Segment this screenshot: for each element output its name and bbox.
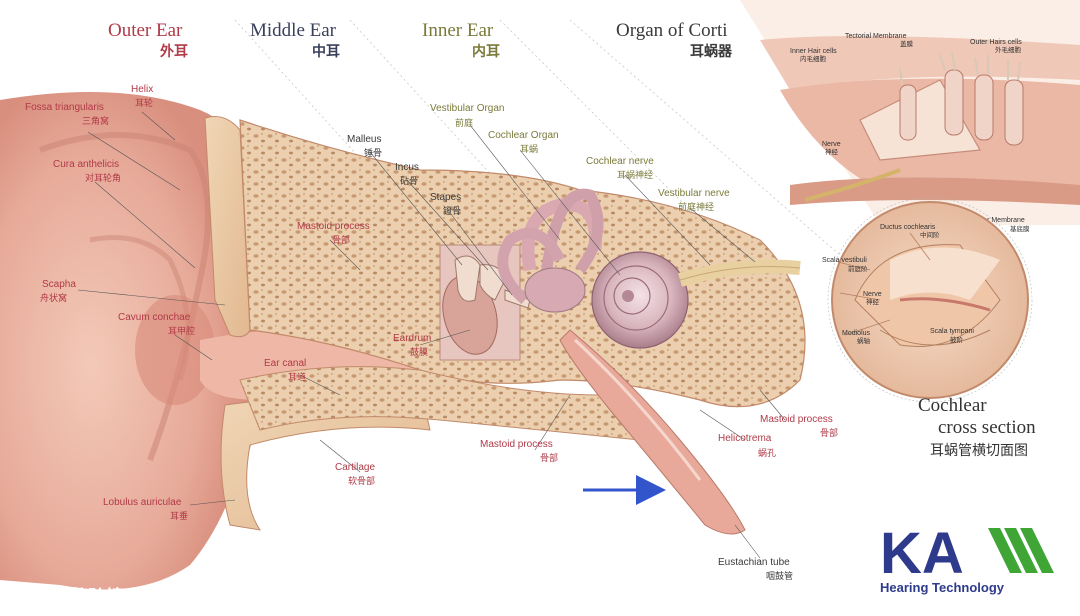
header-middle-ear: Middle Ear — [250, 20, 337, 41]
label-mastoid-process-upper: Mastoid process — [297, 221, 370, 232]
header-outer-ear: Outer Ear — [108, 20, 183, 41]
scala-tympani-label-zh: 鼓阶 — [950, 335, 964, 344]
modiolus-label-zh: 蜗轴 — [857, 336, 871, 345]
label-incus: Incus — [395, 162, 419, 173]
ductus-cochlearis-label: Ductus cochlearis — [880, 224, 936, 231]
label-helix: Helix — [131, 84, 153, 95]
label-lobulus-auriculae-zh: 耳垂 — [170, 510, 188, 521]
header-organ-of-corti: Organ of Corti — [616, 20, 728, 41]
brand-tagline: Hearing Technology — [880, 580, 1005, 595]
corti-nerve-label: Nerve — [822, 141, 841, 148]
label-cavum-conchae-zh: 耳甲腔 — [168, 325, 195, 336]
basilar-membrane-label-zh: 基底膜 — [1010, 224, 1030, 233]
scala-tympani-label: Scala tympani — [930, 328, 974, 335]
brand-logo-letters: KA — [880, 521, 964, 586]
label-ear-canal: Ear canal — [264, 358, 306, 369]
modiolus-label: Modiolus — [842, 330, 871, 337]
label-cochlear-organ: Cochlear Organ — [488, 130, 559, 141]
label-helix-zh: 耳轮 — [135, 97, 153, 108]
header-middle-ear-zh: 中耳 — [312, 43, 340, 59]
label-cura-anthelicis-zh: 对耳轮角 — [85, 172, 121, 183]
label-incus-zh: 砧骨 — [400, 175, 418, 186]
label-cavum-conchae: Cavum conchae — [118, 312, 191, 323]
label-eardrum-zh: 鼓膜 — [410, 346, 428, 357]
cross-section-title-line2: cross section — [938, 417, 1036, 438]
label-cartilage-zh: 软骨部 — [348, 475, 375, 486]
scala-vestibuli-label-zh: 前庭阶 — [848, 264, 868, 273]
label-stapes: Stapes — [430, 192, 461, 203]
label-fossa-triangularis-zh: 三角窝 — [82, 115, 109, 126]
header-inner-ear: Inner Ear — [422, 20, 494, 41]
outer-hair-cells-label: Outer Hairs cells — [970, 39, 1022, 46]
cross-section-title-line1: Cochlear — [918, 395, 987, 416]
ductus-cochlearis-label-zh: 中间阶 — [920, 230, 940, 239]
header-inner-ear-zh: 内耳 — [472, 43, 500, 59]
cross-section-title-zh: 耳蜗管横切面图 — [930, 442, 1028, 458]
label-cochlear-organ-zh: 耳蜗 — [520, 144, 538, 154]
inner-hair-cells-label: Inner Hair cells — [790, 48, 837, 55]
label-cura-anthelicis: Cura anthelicis — [53, 159, 119, 170]
xs-nerve-label: Nerve — [863, 291, 882, 298]
label-helicotrema-zh: 蜗孔 — [758, 448, 776, 458]
label-stapes-zh: 镫骨 — [443, 205, 461, 216]
label-eustachian-tube-zh: 咽鼓管 — [766, 570, 793, 581]
label-mastoid-process-right-zh: 骨部 — [820, 427, 838, 438]
label-helicotrema: Helicotrema — [718, 433, 772, 444]
label-mastoid-process-mid-zh: 骨部 — [540, 452, 558, 463]
corti-nerve-label-zh: 神经 — [825, 147, 839, 156]
tectorial-membrane-label: Tectorial Membrane — [845, 33, 907, 40]
xs-nerve-label-zh: 神经 — [866, 297, 880, 306]
label-malleus: Malleus — [347, 134, 381, 145]
tectorial-membrane-label-zh: 盖膜 — [900, 39, 914, 48]
label-vestibular-nerve-zh: 前庭神经 — [678, 201, 714, 212]
label-vestibular-organ-zh: 前庭 — [455, 117, 473, 128]
label-cochlear-nerve: Cochlear nerve — [586, 156, 654, 167]
label-vestibular-nerve: Vestibular nerve — [658, 188, 730, 199]
label-scapha: Scapha — [42, 279, 76, 290]
label-malleus-zh: 锤骨 — [364, 147, 382, 158]
scala-vestibuli-label: Scala vestibuli — [822, 257, 867, 264]
label-mastoid-process-right: Mastoid process — [760, 414, 833, 425]
label-ear-canal-zh: 耳道 — [288, 371, 306, 382]
label-cartilage: Cartilage — [335, 462, 375, 473]
label-mastoid-process-mid: Mastoid process — [480, 439, 553, 450]
label-lobulus-auriculae: Lobulus auriculae — [103, 497, 182, 508]
label-mastoid-process-upper-zh: 骨部 — [332, 234, 350, 245]
label-eardrum: Eardrum — [393, 333, 431, 344]
label-vestibular-organ: Vestibular Organ — [430, 103, 505, 114]
label-cochlear-nerve-zh: 耳蜗神经 — [617, 169, 653, 180]
watermark-text: 大数跨境 — [52, 586, 124, 607]
label-fossa-triangularis: Fossa triangularis — [25, 102, 104, 113]
label-eustachian-tube: Eustachian tube — [718, 557, 790, 568]
outer-hair-cells-label-zh: 外毛细胞 — [995, 45, 1022, 54]
header-organ-of-corti-zh: 耳蜗器 — [690, 43, 733, 59]
header-outer-ear-zh: 外耳 — [160, 43, 188, 59]
inner-hair-cells-label-zh: 内毛细胞 — [800, 54, 827, 63]
label-scapha-zh: 舟状窝 — [40, 292, 67, 303]
